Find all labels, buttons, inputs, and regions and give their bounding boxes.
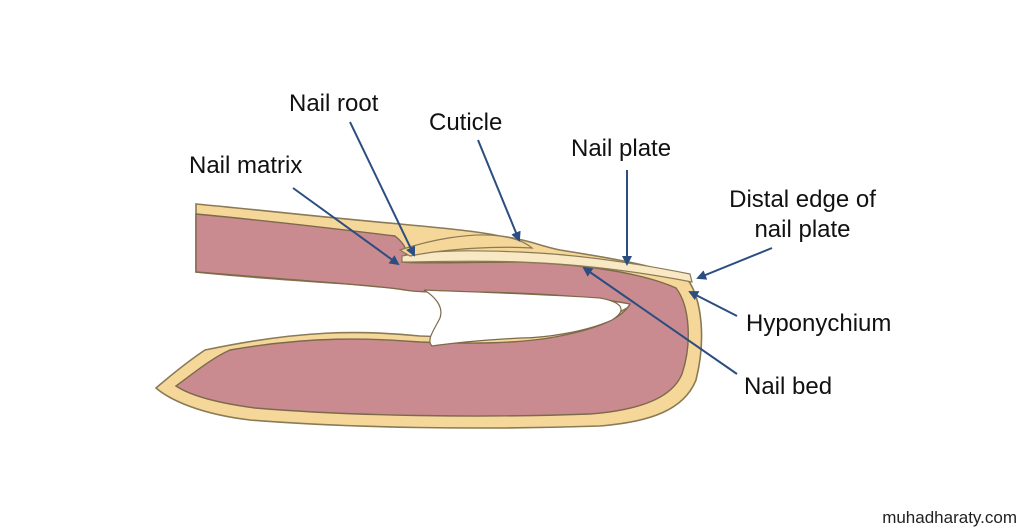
arrow-nail-bed	[582, 266, 738, 375]
watermark: muhadharaty.com	[882, 508, 1017, 527]
arrow-nail-root	[349, 121, 416, 257]
cuticle-fold	[398, 234, 534, 257]
arrow-nail-matrix	[292, 187, 400, 266]
label-hyponychium: Hyponychium	[746, 310, 892, 337]
finger-cavity	[423, 289, 622, 347]
label-nail-matrix: Nail matrix	[189, 152, 303, 179]
label-nail-root: Nail root	[289, 90, 379, 117]
label-distal-edge-line1: Distal edge of	[729, 186, 876, 213]
arrow-hyponychium	[688, 291, 738, 317]
label-distal-edge-line2: nail plate	[754, 216, 851, 243]
arrow-cuticle	[477, 139, 521, 242]
label-distal-edge: Distal edge of nail plate	[705, 185, 900, 245]
label-cuticle: Cuticle	[429, 109, 503, 136]
arrow-distal-edge	[696, 247, 773, 280]
label-nail-bed: Nail bed	[744, 373, 833, 400]
nail-plate-layer	[401, 250, 693, 283]
label-nail-plate: Nail plate	[571, 135, 672, 162]
